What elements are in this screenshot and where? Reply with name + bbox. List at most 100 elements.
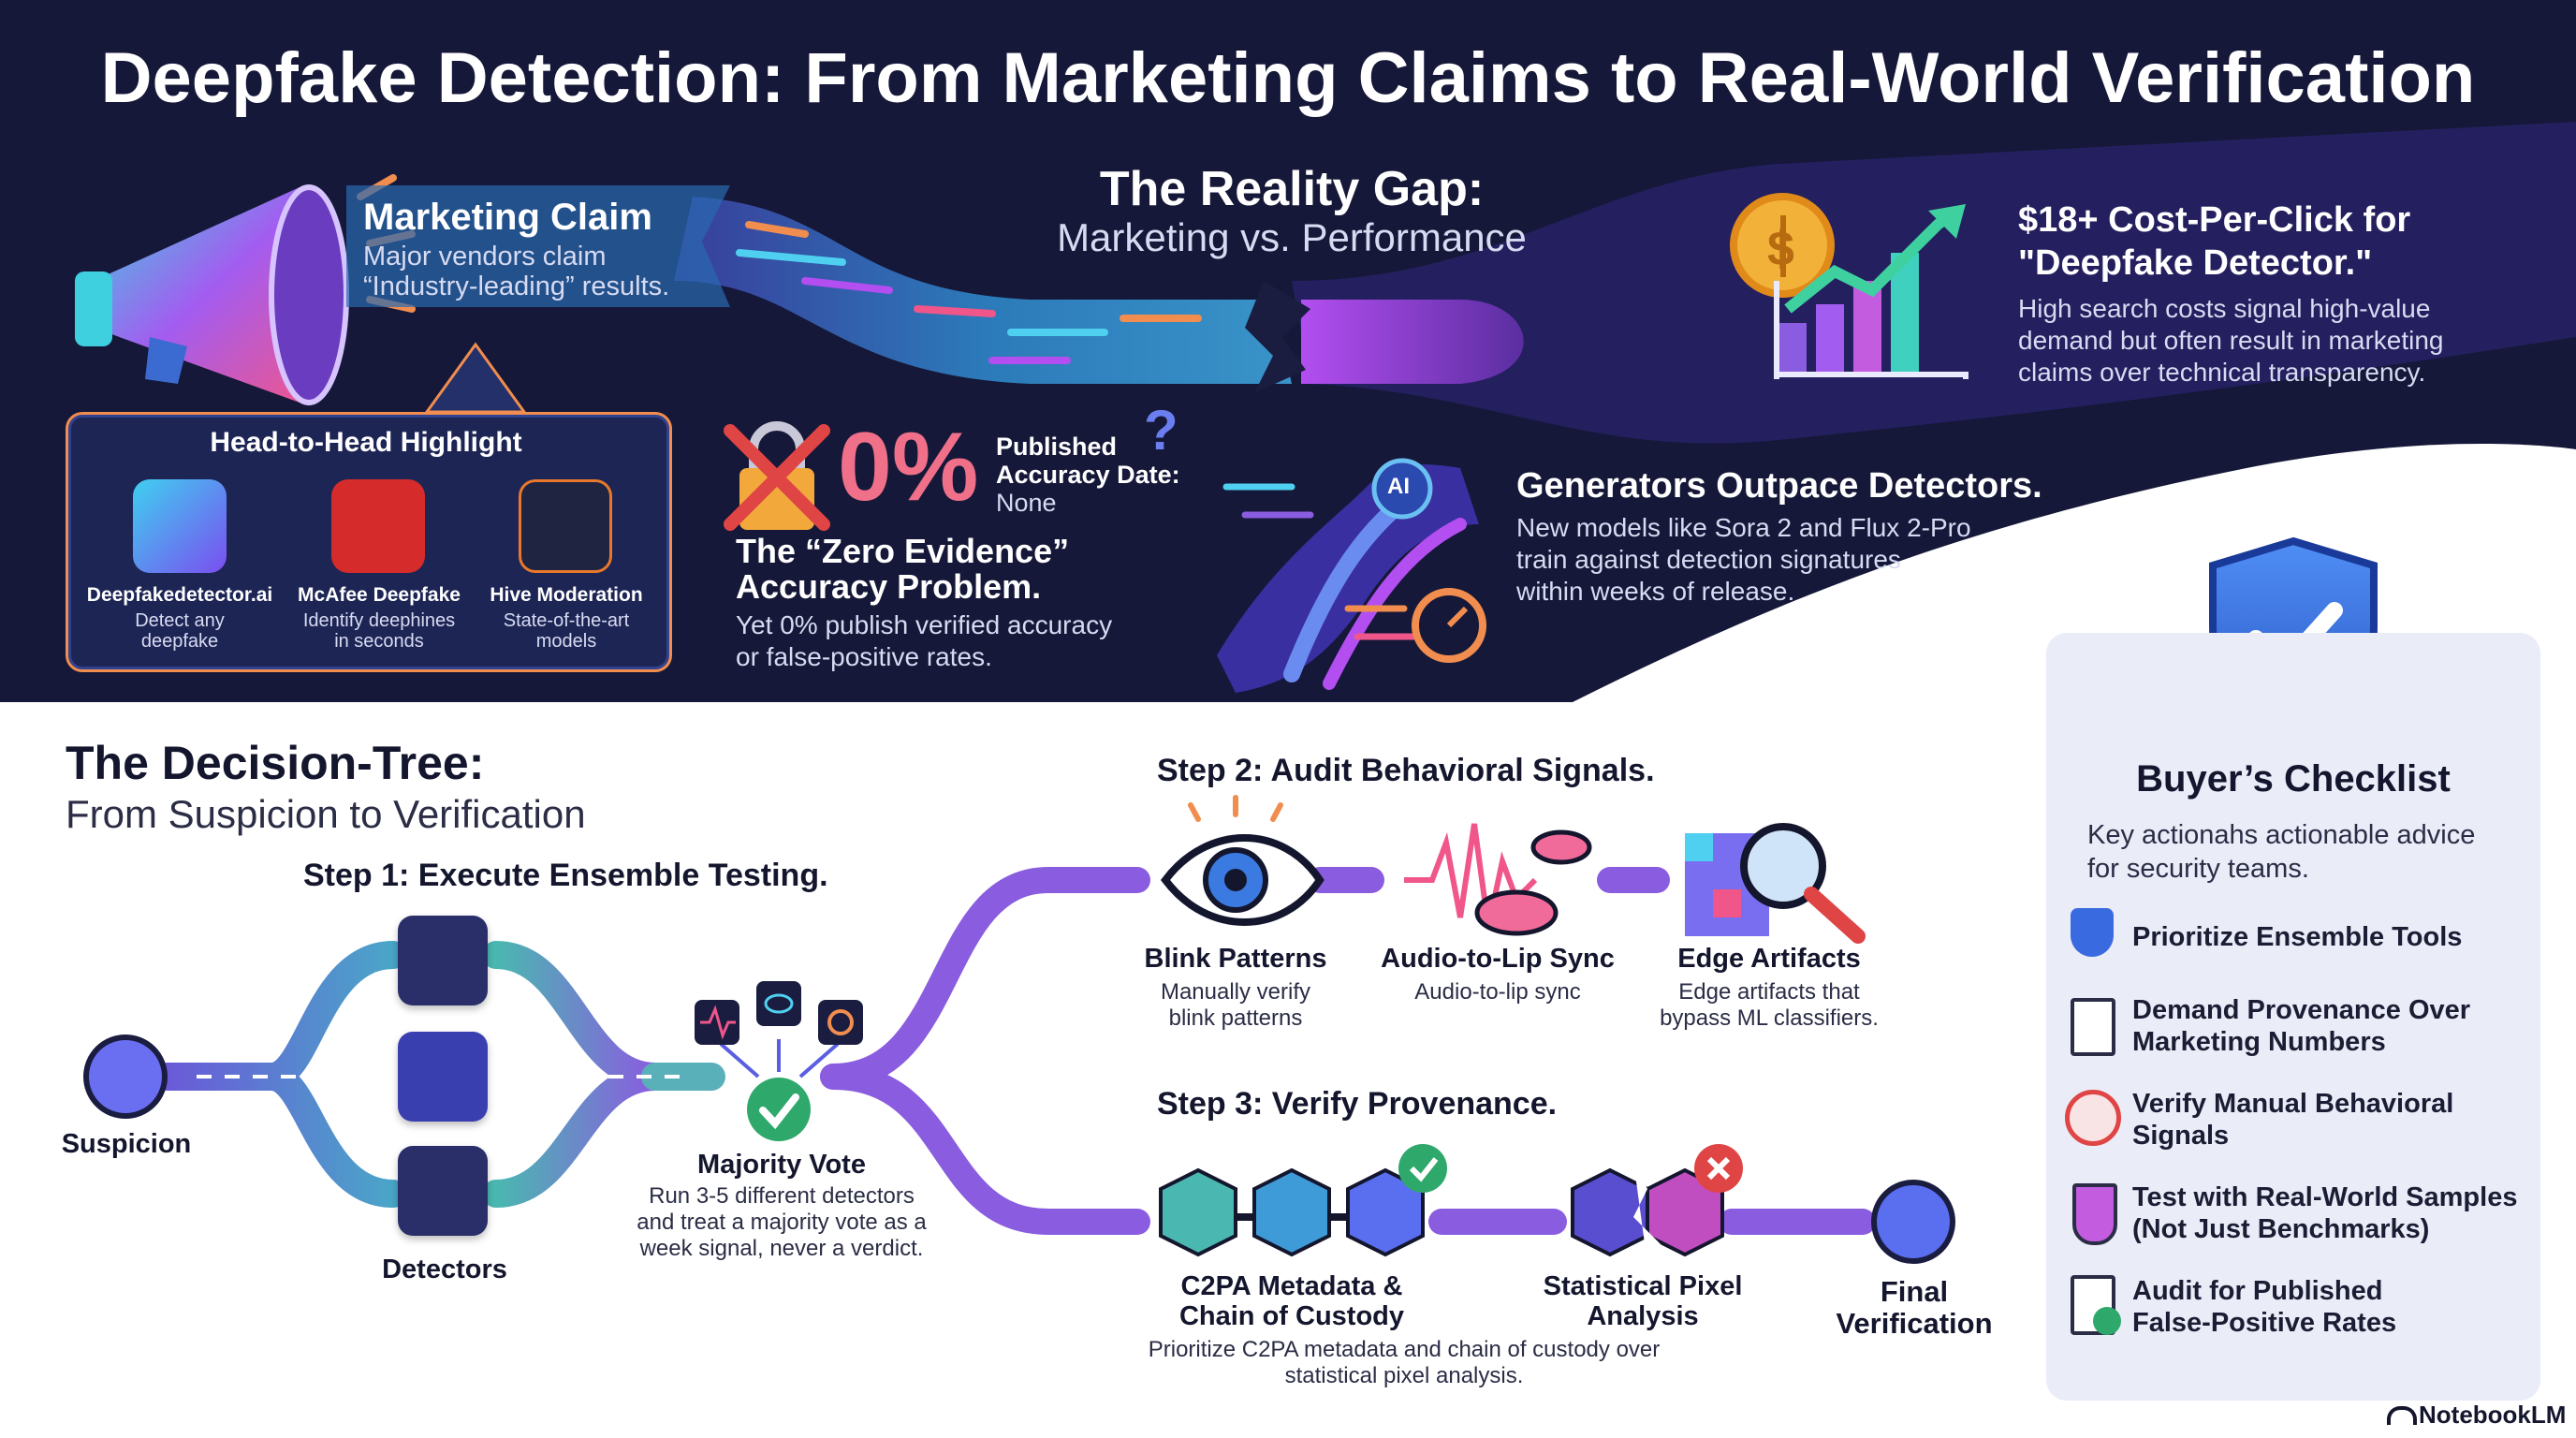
cost-heading: "Deepfake Detector." xyxy=(2018,243,2373,283)
c2pa-chain-icon xyxy=(1159,1144,1447,1257)
vendor-name: Deepfakedetector.ai xyxy=(86,584,273,606)
majority-vote-label: Majority Vote xyxy=(697,1150,866,1180)
hive-hexagon-icon xyxy=(519,479,612,573)
generators-line: train against detection signatures xyxy=(1516,545,1901,574)
cost-line: High search costs signal high-value xyxy=(2018,294,2431,323)
pixel-analysis-icon xyxy=(1571,1144,1743,1264)
edge-artifacts-desc: Edge artifacts that xyxy=(1678,979,1860,1005)
checklist-item: Audit for Published xyxy=(2132,1276,2383,1306)
cost-growth-icon xyxy=(1730,193,1969,379)
majority-vote-line: Run 3-5 different detectors xyxy=(649,1183,915,1209)
reality-gap-heading: The Reality Gap: xyxy=(1099,162,1485,216)
document-search-icon xyxy=(2071,998,2115,1056)
decision-tree-subheading: From Suspicion to Verification xyxy=(66,792,586,836)
checklist-item: Verify Manual Behavioral xyxy=(2132,1089,2454,1119)
zero-evidence-heading: Accuracy Problem. xyxy=(736,567,1042,606)
reality-gap-ribbon xyxy=(674,122,2576,444)
audio-lip-desc: Audio-to-lip sync xyxy=(1414,979,1581,1005)
generators-line: New models like Sora 2 and Flux 2-Pro xyxy=(1516,513,1971,542)
reality-gap-subheading: Marketing vs. Performance xyxy=(1057,215,1527,259)
provenance-note: statistical pixel analysis. xyxy=(1284,1363,1524,1388)
blink-patterns-desc: Manually verify xyxy=(1160,979,1311,1005)
deepfakedetector-logo-icon xyxy=(133,479,227,573)
suspicion-node xyxy=(83,1034,168,1119)
c2pa-label: Chain of Custody xyxy=(1178,1301,1405,1331)
page-title: Deepfake Detection: From Marketing Claim… xyxy=(100,38,2476,118)
checklist-heading: Buyer’s Checklist xyxy=(2136,758,2451,800)
vendor-name: Hive Moderation xyxy=(490,584,643,606)
decision-tree-heading: The Decision-Tree: xyxy=(66,737,485,789)
step2-heading: Step 2: Audit Behavioral Signals. xyxy=(1157,753,1655,788)
coin-symbol: $ xyxy=(1767,222,1794,276)
published-label: Published xyxy=(996,433,1118,461)
majority-vote-line: and treat a majority vote as a xyxy=(637,1210,927,1235)
lock-x-icon xyxy=(724,421,830,531)
footer-brand: NotebookLM xyxy=(2419,1401,2567,1429)
vendor-claim: in seconds xyxy=(334,631,424,652)
zero-evidence-line: Yet 0% publish verified accuracy xyxy=(736,610,1113,639)
suspicion-label: Suspicion xyxy=(61,1129,192,1159)
notebooklm-logo-icon xyxy=(2387,1406,2417,1425)
cost-heading: $18+ Cost-Per-Click for xyxy=(2018,200,2411,240)
checklist-item: Demand Provenance Over xyxy=(2132,995,2471,1025)
checklist-item: Marketing Numbers xyxy=(2132,1027,2386,1057)
audio-lip-label: Audio-to-Lip Sync xyxy=(1381,944,1615,974)
marketing-claim-banner xyxy=(346,185,730,307)
checklist-sub: for security teams. xyxy=(2087,854,2309,884)
eye-detector-icon xyxy=(398,1032,488,1122)
generators-line: within weeks of release. xyxy=(1516,577,1795,606)
blink-patterns-desc: blink patterns xyxy=(1168,1005,1303,1031)
marketing-claim-heading: Marketing Claim xyxy=(363,197,652,238)
checklist-item: (Not Just Benchmarks) xyxy=(2132,1214,2430,1244)
edge-artifacts-desc: bypass ML classifiers. xyxy=(1660,1005,1879,1031)
vendor-claim: Detect any xyxy=(135,610,225,631)
marketing-claim-line1: Major vendors claim xyxy=(363,242,607,271)
step1-heading: Step 1: Execute Ensemble Testing. xyxy=(303,858,828,893)
published-label: Accuracy Date: xyxy=(996,461,1180,489)
final-verification-label: Verification xyxy=(1836,1307,1993,1340)
head-to-head-heading: Head-to-Head Highlight xyxy=(210,427,522,458)
step3-heading: Step 3: Verify Provenance. xyxy=(1157,1086,1558,1122)
magnifier-person-icon xyxy=(2065,1090,2121,1146)
generator-wave-icon xyxy=(1217,458,1486,693)
svg-text:?: ? xyxy=(1144,399,1178,462)
provenance-note: Prioritize C2PA metadata and chain of cu… xyxy=(1148,1337,1661,1362)
eye-icon xyxy=(1160,795,1325,926)
check-badge-icon xyxy=(2093,1307,2121,1335)
zero-percent-value: 0% xyxy=(838,413,979,521)
checklist-sub: Key actionahs actionable advice xyxy=(2087,820,2476,850)
checklist-item: False-Positive Rates xyxy=(2132,1308,2397,1338)
zero-evidence-line: or false-positive rates. xyxy=(736,642,992,671)
pixel-analysis-label: Statistical Pixel xyxy=(1543,1271,1743,1301)
majority-vote-line: week signal, never a verdict. xyxy=(639,1236,924,1261)
cost-line: claims over technical transparency. xyxy=(2018,358,2426,387)
marketing-claim-line2: “Industry-leading” results. xyxy=(363,271,670,301)
buyers-checklist-panel xyxy=(2046,633,2540,1401)
waveform-detector-icon xyxy=(398,916,488,1005)
checklist-item: Signals xyxy=(2132,1121,2230,1151)
flask-icon xyxy=(2072,1183,2117,1245)
vendor-name: McAfee Deepfake xyxy=(298,584,461,606)
generators-heading: Generators Outpace Detectors. xyxy=(1516,466,2042,506)
vendor-claim: State-of-the-art xyxy=(503,610,630,631)
final-verification-label: Final xyxy=(1880,1275,1949,1308)
majority-check-icon xyxy=(747,1078,811,1141)
blink-patterns-label: Blink Patterns xyxy=(1144,944,1327,974)
edge-artifacts-label: Edge Artifacts xyxy=(1677,944,1861,974)
edge-artifacts-icon xyxy=(1685,823,1866,944)
cost-line: demand but often result in marketing xyxy=(2018,326,2444,355)
vendor-claim: deepfake xyxy=(140,631,219,652)
checklist-item: Prioritize Ensemble Tools xyxy=(2132,922,2463,952)
ai-badge: AI xyxy=(1387,474,1410,499)
vendor-claim: Identify deephines xyxy=(302,610,456,631)
c2pa-label: C2PA Metadata & xyxy=(1180,1271,1403,1301)
detectors-label: Detectors xyxy=(382,1255,507,1284)
pixel-analysis-label: Analysis xyxy=(1587,1301,1699,1331)
final-node xyxy=(1871,1180,1955,1264)
shield-icon xyxy=(2071,908,2114,957)
published-value: None xyxy=(996,489,1057,517)
vendor-claim: models xyxy=(535,631,597,652)
chip-detector-icon xyxy=(398,1146,488,1236)
checklist-item: Test with Real-World Samples xyxy=(2132,1182,2518,1212)
mcafee-shield-icon xyxy=(331,479,425,573)
